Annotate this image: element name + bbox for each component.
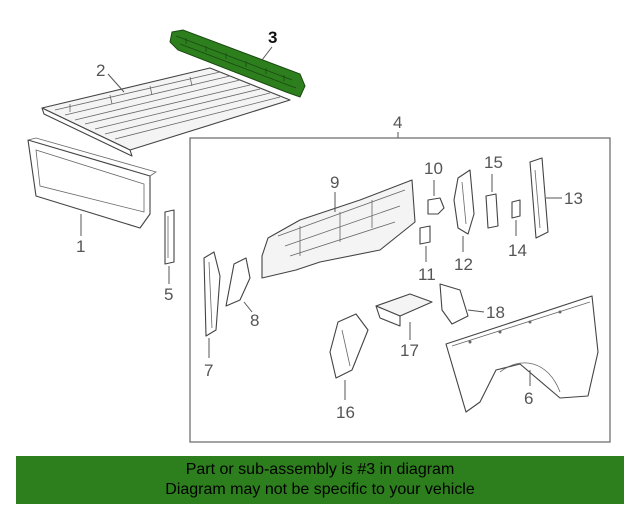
- callout-18: 18: [486, 303, 505, 322]
- callout-6: 6: [524, 389, 533, 408]
- parts-diagram: 3 2 1 5 4 9 10 11: [27, 28, 611, 443]
- part-2-bed-floor[interactable]: [41, 67, 291, 157]
- callout-5: 5: [164, 285, 173, 304]
- callout-2: 2: [96, 61, 105, 80]
- part-8-bracket[interactable]: [225, 257, 251, 307]
- callout-11: 11: [418, 265, 436, 284]
- part-6-outer-panel[interactable]: [445, 295, 599, 413]
- part-1-front-panel[interactable]: [27, 137, 157, 229]
- callout-3: 3: [268, 28, 277, 47]
- part-12-pillar[interactable]: [453, 169, 475, 235]
- part-14-clip[interactable]: [511, 199, 521, 219]
- part-9-inner-panel[interactable]: [261, 179, 416, 279]
- callout-14: 14: [508, 241, 527, 260]
- part-13-pillar[interactable]: [529, 157, 549, 239]
- callout-16: 16: [336, 403, 355, 422]
- callout-1: 1: [76, 237, 85, 256]
- part-10-bracket[interactable]: [427, 197, 445, 215]
- callout-15: 15: [484, 153, 503, 172]
- info-banner: Part or sub-assembly is #3 in diagram Di…: [16, 456, 624, 504]
- part-11-plate[interactable]: [419, 225, 431, 245]
- part-3-crossmember[interactable]: [169, 29, 306, 98]
- part-7-pillar[interactable]: [203, 251, 221, 337]
- part-17-wheelhouse-panel[interactable]: [375, 293, 433, 327]
- callout-12: 12: [454, 255, 473, 274]
- banner-line-2: Diagram may not be specific to your vehi…: [165, 481, 475, 498]
- callout-17: 17: [400, 341, 419, 360]
- group-4-box: [189, 137, 611, 443]
- banner-line-1: Part or sub-assembly is #3 in diagram: [185, 461, 455, 478]
- callout-9: 9: [330, 173, 339, 192]
- part-16-support[interactable]: [329, 313, 369, 379]
- callout-4: 4: [393, 113, 402, 132]
- callout-7: 7: [204, 361, 213, 380]
- part-18-bracket[interactable]: [439, 283, 469, 325]
- part-15-bracket[interactable]: [485, 193, 499, 229]
- part-5-post[interactable]: [164, 209, 175, 265]
- callout-10: 10: [424, 159, 443, 178]
- callout-13: 13: [564, 189, 583, 208]
- callout-8: 8: [250, 311, 259, 330]
